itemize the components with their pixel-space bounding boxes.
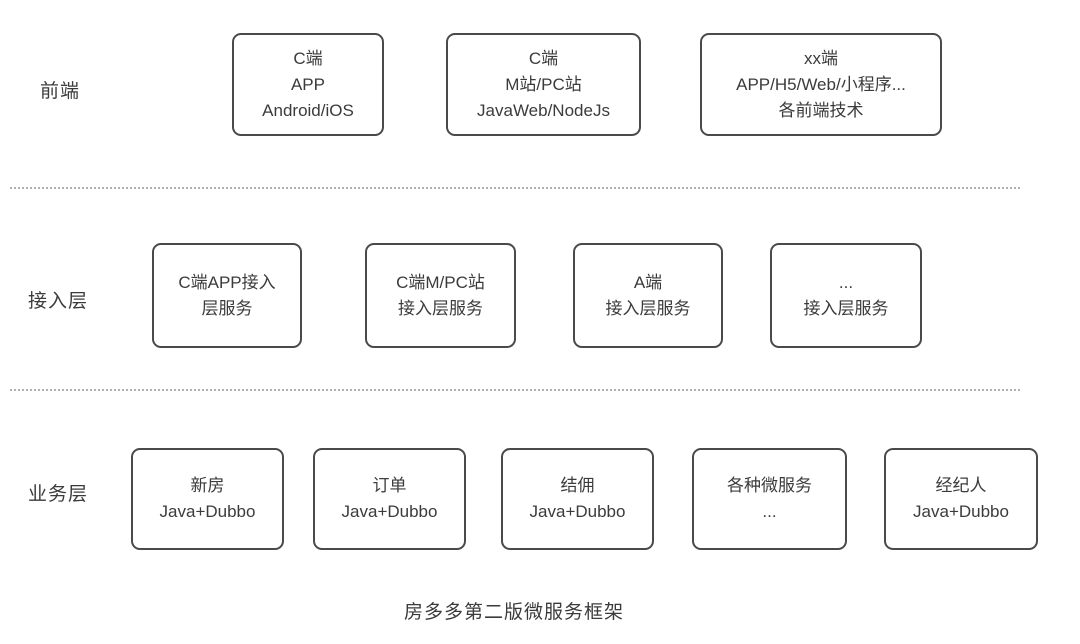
layer-label-access: 接入层 [28,291,89,312]
node-c-app-access: C端APP接入 层服务 [152,243,302,348]
node-a-access: A端 接入层服务 [573,243,723,348]
divider-access-business [10,389,1020,391]
layer-label-business: 业务层 [28,484,89,505]
node-c-app: C端 APP Android/iOS [232,33,384,136]
node-c-site-text: C端 M站/PC站 JavaWeb/NodeJs [477,48,610,120]
node-c-app-text: C端 APP Android/iOS [262,48,354,120]
node-agent-text: 经纪人 Java+Dubbo [913,476,1009,521]
node-xx: xx端 APP/H5/Web/小程序... 各前端技术 [700,33,942,136]
node-c-site: C端 M站/PC站 JavaWeb/NodeJs [446,33,641,136]
node-misc-services-text: 各种微服务 ... [727,476,812,521]
node-other-access: ... 接入层服务 [770,243,922,348]
node-agent: 经纪人 Java+Dubbo [884,448,1038,550]
layer-label-frontend: 前端 [40,81,81,102]
diagram-caption: 房多多第二版微服务框架 [403,602,624,623]
node-c-site-access-text: C端M/PC站 接入层服务 [396,272,485,318]
node-new-house: 新房 Java+Dubbo [131,448,284,550]
node-order: 订单 Java+Dubbo [313,448,466,550]
node-commission-text: 结佣 Java+Dubbo [529,476,626,521]
divider-frontend-access [10,187,1020,189]
node-other-access-text: ... 接入层服务 [803,272,889,318]
node-c-site-access: C端M/PC站 接入层服务 [365,243,516,348]
node-misc-services: 各种微服务 ... [692,448,847,550]
node-commission: 结佣 Java+Dubbo [501,448,654,550]
node-c-app-access-text: C端APP接入 层服务 [178,272,276,318]
node-a-access-text: A端 接入层服务 [605,272,691,318]
node-xx-text: xx端 APP/H5/Web/小程序... 各前端技术 [736,48,906,120]
node-order-text: 订单 Java+Dubbo [341,476,438,521]
node-new-house-text: 新房 Java+Dubbo [159,476,256,521]
